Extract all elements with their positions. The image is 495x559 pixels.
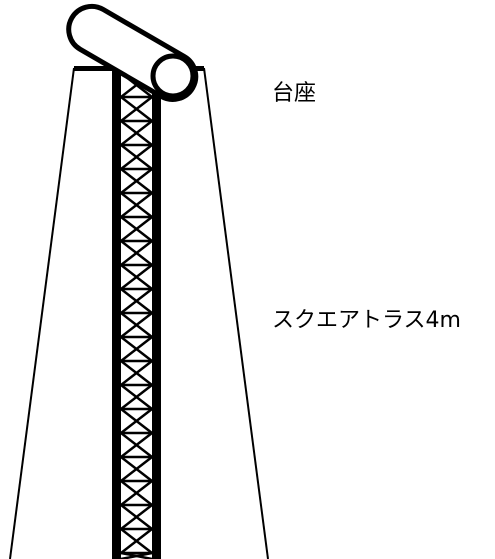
outline-left-edge [9, 67, 75, 559]
truss-brace [120, 504, 153, 530]
truss-brace [120, 384, 153, 410]
truss-brace [120, 288, 153, 314]
truss-brace [120, 551, 153, 559]
truss-brace [120, 144, 153, 170]
outline-right-edge [203, 67, 269, 559]
truss-brace [120, 240, 153, 266]
truss-brace [120, 408, 153, 434]
truss-label: スクエアトラス4m [272, 308, 461, 333]
truss-lattice [120, 71, 153, 559]
truss-brace [120, 168, 153, 194]
truss-brace [120, 360, 153, 386]
base-tube-end [150, 53, 196, 99]
truss-brace [120, 336, 153, 362]
truss-brace [120, 192, 153, 218]
truss-brace [120, 432, 153, 458]
base-label: 台座 [272, 81, 317, 106]
truss-brace [120, 264, 153, 290]
base-tube [66, 3, 199, 102]
truss-brace [120, 96, 153, 122]
square-truss [112, 71, 161, 559]
truss-brace [120, 120, 153, 146]
truss-brace [120, 216, 153, 242]
truss-brace [120, 312, 153, 338]
truss-brace [120, 456, 153, 482]
truss-rail-right [152, 71, 161, 559]
truss-brace [120, 480, 153, 506]
truss-brace [120, 528, 153, 554]
truss-rail-left [112, 71, 121, 559]
